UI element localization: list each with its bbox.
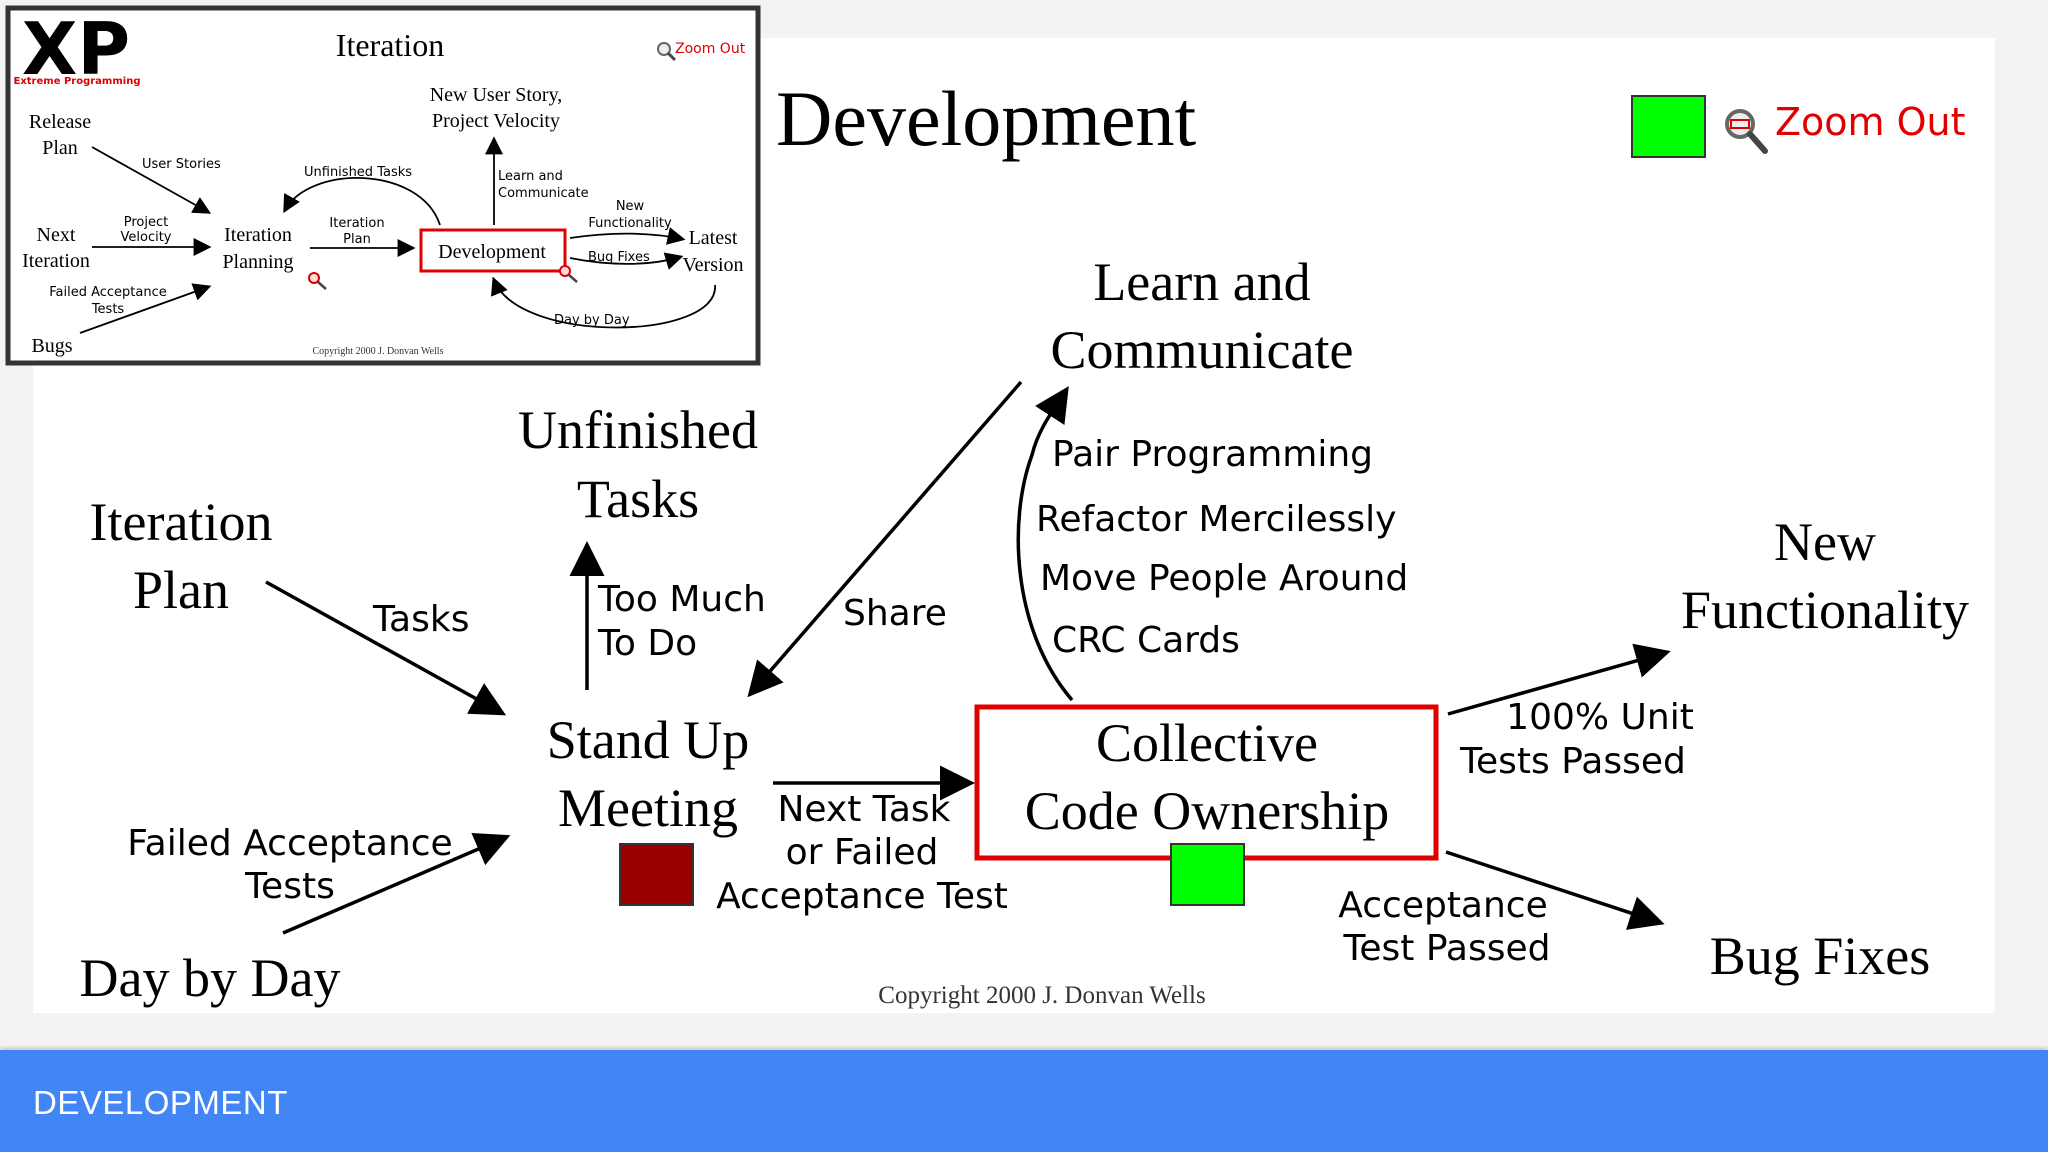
overview-thumbnail[interactable]: XP Extreme Programming Iteration Zoom Ou… (5, 5, 761, 366)
bottom-title-bar: DEVELOPMENT (0, 1050, 2048, 1152)
label-failed-acc-line1: Failed Acceptance (127, 823, 452, 864)
thumb-label-unfinished: Unfinished Tasks (304, 165, 412, 180)
label-next-task-line2: or Failed (786, 832, 939, 873)
node-unfinished-line2: Tasks (577, 469, 699, 529)
thumb-copyright: Copyright 2000 J. Donvan Wells (313, 346, 444, 357)
page-title: DEVELOPMENT (33, 1084, 288, 1121)
status-indicator-green (1170, 843, 1245, 906)
label-too-much-line2: To Do (597, 623, 697, 664)
thumb-magnifier-icon-1 (308, 272, 327, 290)
label-refactor: Refactor Mercilessly (1036, 499, 1396, 540)
thumb-iter-planning-line1: Iteration (224, 224, 292, 246)
thumb-arrow-new-func (569, 227, 686, 245)
thumb-arrows (79, 136, 716, 334)
thumb-label-velocity-line2: Velocity (121, 230, 172, 245)
node-learn-line1: Learn and (1093, 252, 1310, 312)
thumb-arrow-user-stories (91, 146, 212, 214)
thumb-zoom-out[interactable]: Zoom Out (657, 41, 746, 62)
label-pair-programming: Pair Programming (1052, 434, 1373, 475)
thumb-iter-planning-line2: Planning (222, 251, 293, 273)
node-cco-line1: Collective (1096, 713, 1318, 773)
thumb-label-velocity-line1: Project (124, 215, 168, 230)
thumb-next-line2: Iteration (22, 250, 90, 272)
node-new-func-line1: New (1774, 512, 1876, 572)
arrow-learn-loop (1016, 386, 1074, 702)
thumb-arrow-failed-acc (79, 283, 212, 334)
thumb-arrow-day-by-day (491, 276, 716, 329)
thumb-label-new-func-line1: New (616, 199, 645, 214)
thumb-magnifier-icon-2 (559, 265, 578, 283)
thumb-latest-line2: Version (682, 254, 743, 276)
thumb-label-new-func-line2: Functionality (588, 216, 672, 231)
thumb-development-highlight (419, 228, 567, 273)
node-standup-line2: Meeting (558, 778, 738, 838)
development-title: Development (776, 75, 1197, 162)
label-unit-tests-line2: Tests Passed (1459, 741, 1686, 782)
node-iteration-plan-line1: Iteration (90, 492, 273, 552)
node-cco-line2: Code Ownership (1025, 781, 1389, 841)
node-learn-line2: Communicate (1051, 320, 1354, 380)
label-unit-tests-line1: 100% Unit (1506, 697, 1694, 738)
thumb-arrow-bug-fixes (569, 252, 684, 270)
xp-logo-mark: XP (22, 7, 130, 91)
status-indicator-green-top (1631, 95, 1706, 158)
thumb-arrow-unfinished (283, 177, 441, 226)
arrow-tasks (265, 580, 507, 716)
node-new-func-line2: Functionality (1681, 580, 1969, 640)
arrow-failed-acceptance (282, 832, 511, 935)
magnifier-icon (1725, 109, 1768, 154)
main-copyright: Copyright 2000 J. Donvan Wells (878, 982, 1205, 1009)
label-crc-cards: CRC Cards (1052, 620, 1240, 661)
thumb-new-story-line1: New User Story, (430, 84, 563, 106)
thumb-release-line1: Release (29, 111, 91, 133)
thumb-bugs: Bugs (31, 335, 72, 357)
label-tasks: Tasks (372, 599, 469, 640)
thumb-title: Iteration (336, 27, 444, 63)
thumb-label-learn-line2: Communicate (498, 186, 589, 201)
thumb-label-failed-acc-line1: Failed Acceptance (49, 285, 167, 300)
xp-logo-subtext: Extreme Programming (14, 76, 141, 87)
thumb-label-failed-acc-line2: Tests (91, 302, 125, 317)
label-too-much-line1: Too Much (597, 579, 766, 620)
thumb-latest-line1: Latest (689, 227, 738, 249)
zoom-out-label: Zoom Out (1775, 100, 1966, 144)
node-iteration-plan-line2: Plan (133, 560, 229, 620)
label-failed-acc-line2: Tests (244, 866, 335, 907)
status-indicator-red (619, 843, 694, 906)
label-next-task-line1: Next Task (777, 789, 950, 830)
node-bug-fixes: Bug Fixes (1710, 926, 1931, 986)
thumb-label-learn-line1: Learn and (498, 169, 563, 184)
thumb-label-user-stories: User Stories (142, 157, 221, 172)
diagram-arrows (265, 380, 1671, 935)
label-acc-passed-line1: Acceptance (1338, 885, 1548, 926)
label-acc-passed-line2: Test Passed (1343, 928, 1551, 969)
thumb-label-iteration-plan-line2: Plan (343, 232, 371, 247)
node-day-by-day: Day by Day (80, 948, 341, 1008)
thumb-label-day-by-day: Day by Day (554, 313, 630, 328)
thumb-next-line1: Next (37, 224, 76, 246)
thumb-release-line2: Plan (42, 137, 78, 159)
thumb-development: Development (438, 241, 546, 263)
arrow-share (747, 380, 1023, 698)
thumb-label-bug-fixes: Bug Fixes (588, 250, 650, 265)
arrow-acceptance-passed (1445, 850, 1665, 930)
thumb-zoom-out-label: Zoom Out (675, 41, 746, 57)
thumb-label-iteration-plan-line1: Iteration (329, 216, 384, 231)
label-next-task-line3: Acceptance Test (716, 876, 1008, 917)
label-move-people: Move People Around (1040, 558, 1408, 599)
thumb-new-story-line2: Project Velocity (432, 110, 560, 132)
zoom-out-button[interactable]: Zoom Out (1725, 100, 1966, 154)
node-standup-line1: Stand Up (547, 710, 750, 770)
xp-logo: XP Extreme Programming (12, 7, 142, 91)
magnifier-icon (657, 42, 677, 62)
arrow-unit-tests (1447, 643, 1671, 716)
node-unfinished-line1: Unfinished (518, 400, 758, 460)
label-share: Share (843, 593, 947, 634)
